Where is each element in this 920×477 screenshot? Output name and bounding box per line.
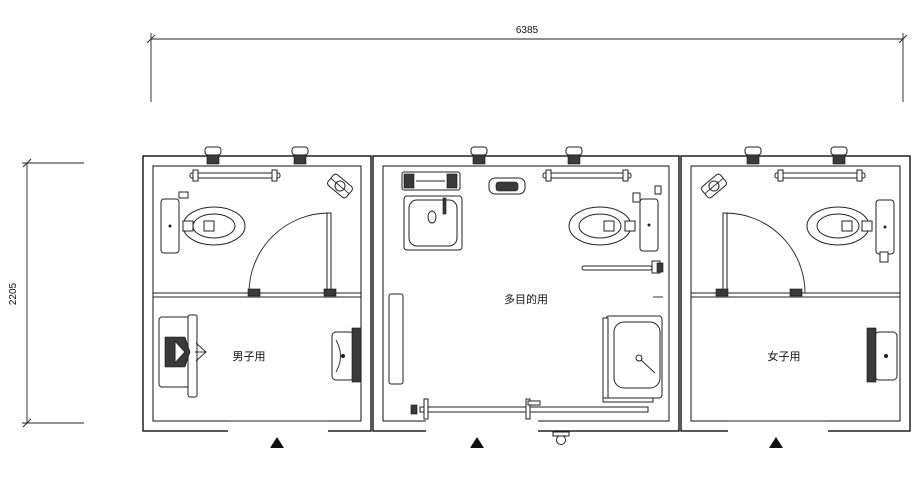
western-toilet-icon	[806, 199, 895, 263]
light-fixture-icon	[744, 146, 762, 165]
washbasin-icon	[403, 195, 463, 251]
light-fixture-icon	[291, 146, 309, 165]
room-label-multipurpose: 多目的用	[504, 292, 548, 306]
triangle-up-icon	[270, 437, 284, 448]
ventilation-fan-icon	[701, 173, 727, 199]
triangle-up-icon	[769, 437, 783, 448]
height-dimension-label: 2205	[8, 282, 19, 305]
stall-door	[715, 212, 806, 297]
door-roller-icon	[552, 431, 570, 445]
mens-unit: 男子用	[153, 169, 362, 398]
baby-chair-icon	[488, 177, 526, 195]
sliding-door	[410, 398, 649, 420]
multipurpose-unit: 多目的用	[388, 169, 664, 445]
urinal-icon	[158, 314, 207, 398]
height-dimension: 2205	[8, 158, 84, 428]
western-toilet-icon	[160, 198, 246, 254]
light-fixture-icon	[830, 146, 848, 165]
stall-door	[247, 212, 337, 297]
entrance-markers	[270, 437, 783, 448]
triangle-up-icon	[470, 437, 484, 448]
light-fixture-icon	[204, 146, 222, 165]
width-dimension-label: 6385	[516, 25, 539, 36]
light-fixture-icon	[565, 146, 583, 165]
western-toilet-icon	[568, 185, 662, 252]
light-fixtures	[204, 146, 848, 165]
room-label-womens: 女子用	[768, 349, 801, 363]
washbasin-icon	[331, 327, 362, 383]
light-fixture-icon	[470, 146, 488, 165]
washbasin-icon	[602, 315, 663, 403]
washbasin-icon	[866, 327, 898, 383]
ventilation-fan-icon	[327, 173, 353, 199]
room-label-mens: 男子用	[233, 350, 266, 363]
womens-unit: 女子用	[691, 169, 900, 383]
width-dimension: 6385	[146, 25, 908, 102]
